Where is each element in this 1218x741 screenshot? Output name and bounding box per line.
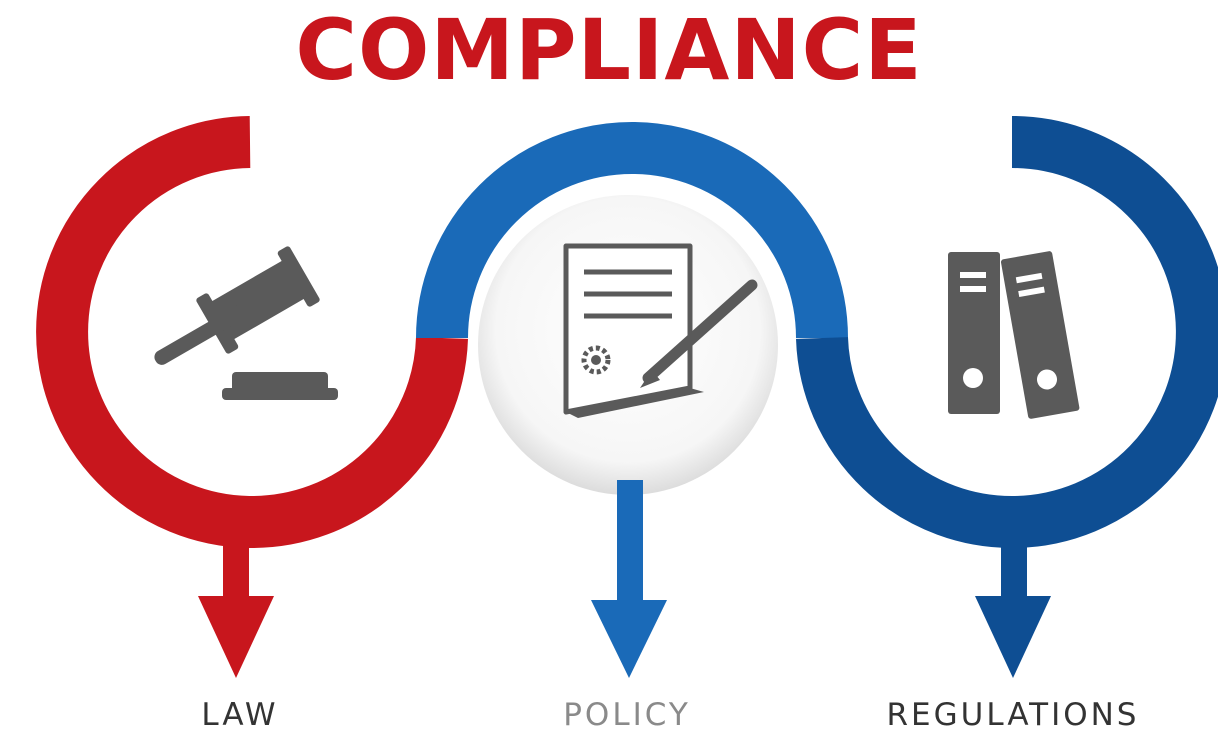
regulations-arc bbox=[796, 116, 1218, 548]
law-arrow-head bbox=[198, 596, 274, 678]
policy-arrow-stem bbox=[617, 480, 643, 605]
law-arrow-stem bbox=[223, 540, 249, 600]
regulations-arrow-head bbox=[975, 596, 1051, 678]
binders-icon bbox=[948, 251, 1080, 419]
law-arc bbox=[36, 116, 468, 548]
regulations-label: REGULATIONS bbox=[886, 697, 1140, 733]
law-label: LAW bbox=[201, 697, 279, 733]
gavel-icon bbox=[154, 246, 338, 400]
policy-label: POLICY bbox=[563, 697, 691, 733]
regulations-arrow-stem bbox=[1001, 540, 1027, 600]
policy-arc bbox=[416, 122, 848, 339]
signed-document-icon bbox=[563, 243, 758, 418]
page-title: COMPLIANCE bbox=[295, 1, 923, 99]
policy-arrow-head bbox=[591, 600, 667, 678]
